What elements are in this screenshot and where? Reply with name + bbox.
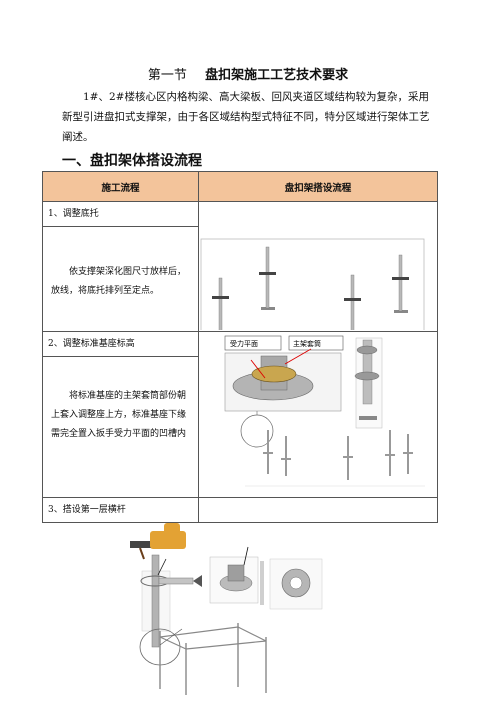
- intro-paragraph: 1#、2#楼核心区内格构梁、高大梁板、回风夹道区域结构较为复杂，采用新型引进盘扣…: [62, 91, 430, 143]
- base-jack-2: [259, 246, 276, 310]
- step-2-image-cell: 受力平面 主架套筒: [198, 331, 438, 498]
- step-2-cell: 2、调整标准基座标高: [42, 331, 199, 357]
- base-jack-4: [392, 254, 409, 313]
- step-2-title: 2、调整标准基座标高: [48, 339, 135, 349]
- standard-base-illustration: 受力平面 主架套筒: [224, 335, 425, 487]
- header-process: 施工流程: [42, 171, 199, 202]
- step-3-title: 3、搭设第一层横杆: [48, 505, 126, 515]
- step-1-cell: 1、调整底托: [42, 201, 199, 227]
- section-heading: 第一节 盘扣架施工工艺技术要求: [0, 64, 496, 83]
- subsection-title: 一、盘扣架体搭设流程: [62, 153, 202, 169]
- step-1-image-cell: [198, 201, 438, 332]
- jack-row: [263, 430, 413, 480]
- step-2-desc: 将标准基座的主架套筒部份朝上套入调整座上方，标准基座下缘需完全置入扳手受力平面的…: [51, 391, 187, 439]
- section-title: 盘扣架施工工艺技术要求: [205, 68, 349, 83]
- main-sleeve-label: 主架套筒: [293, 339, 321, 348]
- header-setup-flow: 盘扣架搭设流程: [198, 171, 438, 202]
- hammer-icon: [130, 523, 186, 560]
- stress-plane-label: 受力平面: [230, 339, 258, 348]
- base-jack-illustration: [200, 238, 425, 330]
- base-jack-3: [344, 274, 361, 330]
- base-jack-1: [212, 277, 229, 330]
- process-table: 施工流程 盘扣架搭设流程 1、调整底托: [42, 171, 438, 523]
- ledger-install-illustration: [130, 523, 323, 695]
- step-2-desc-cell: 将标准基座的主架套筒部份朝上套入调整座上方，标准基座下缘需完全置入扳手受力平面的…: [42, 356, 199, 498]
- step-3-blank-cell: [198, 497, 438, 523]
- step-1-title: 1、调整底托: [48, 209, 99, 219]
- step-1-desc-cell: 依支撑架深化图尺寸放样后，放线，将底托排列至定点。: [42, 226, 199, 332]
- step-1-desc: 依支撑架深化图尺寸放样后，放线，将底托排列至定点。: [51, 267, 187, 296]
- step-3-cell: 3、搭设第一层横杆: [42, 497, 199, 523]
- section-number: 第一节: [147, 68, 187, 83]
